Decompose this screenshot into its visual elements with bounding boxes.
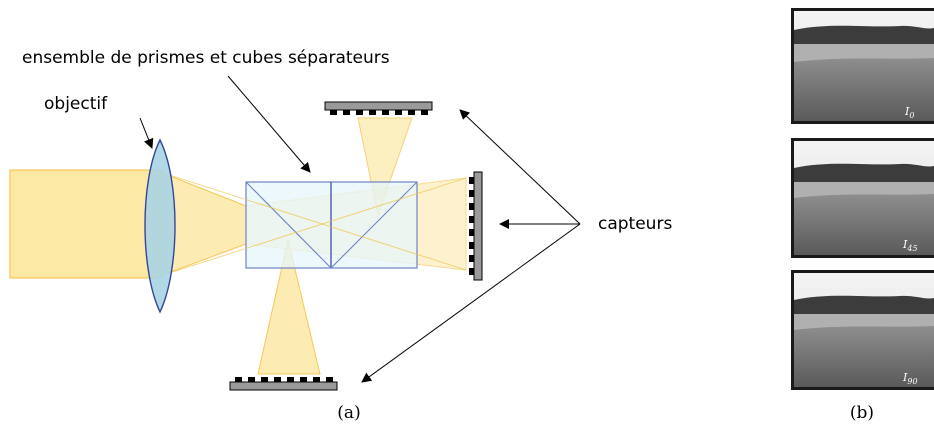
svg-text:I0: I0 [904,105,914,120]
arrow-prisms [227,75,311,173]
sensor-bottom-pixels [235,377,333,382]
image-i0: I0 [791,8,934,124]
caption-a: (a) [337,403,360,423]
prism-diagonal-left [245,181,332,269]
sensor-right [473,171,483,281]
sensor-top-pixels [330,110,428,115]
label-prisms: ensemble de prismes et cubes séparateurs [22,48,390,68]
image-i90-sub: 90 [907,377,917,386]
svg-text:I90: I90 [902,371,918,386]
label-sensors: capteurs [598,214,672,234]
beam-down [257,239,321,375]
image-i45-name: I [902,238,908,251]
sensor-bottom [229,381,338,391]
sensor-top [324,101,433,111]
svg-text:I45: I45 [902,238,918,253]
image-i90-name: I [902,371,908,384]
sensor-right-pixels [469,177,474,275]
image-i45: I45 [791,138,934,258]
beam-up [357,117,413,217]
image-i0-sub: 0 [909,111,914,120]
ray-1 [159,171,467,271]
ray-2 [159,177,467,277]
arrow-objective [139,117,154,149]
caption-b: (b) [850,403,874,423]
image-i45-sub: 45 [906,244,917,253]
image-i0-name: I [904,105,910,118]
lens [144,138,176,314]
prism-diagonal-right [330,181,418,269]
input-beam [9,169,161,279]
label-objective: objectif [44,94,108,114]
arrow-sensor-top [459,109,581,225]
arrow-sensor-bottom [361,223,581,383]
image-i90: I90 [791,270,934,390]
